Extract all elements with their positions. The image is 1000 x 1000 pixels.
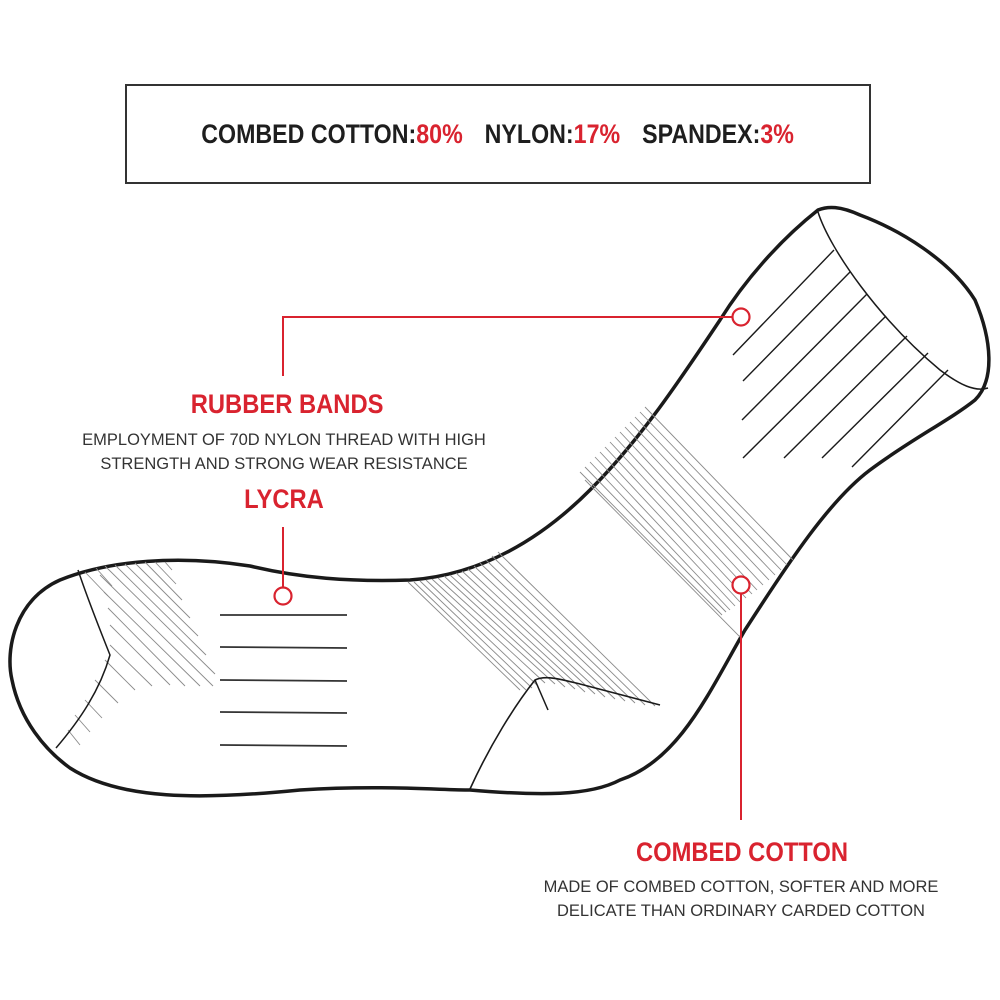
- combed-cotton-marker: [731, 575, 751, 595]
- rubber-bands-marker: [731, 307, 751, 327]
- combed-cotton-title: COMBED COTTON: [635, 837, 849, 867]
- lycra-leader: [273, 527, 293, 606]
- composition-item-cotton: COMBED COTTON:80%: [202, 119, 463, 150]
- composition-name: COMBED COTTON:: [201, 118, 417, 149]
- sock-outline: [8, 205, 991, 798]
- rubber-bands-desc-line1: EMPLOYMENT OF 70D NYLON THREAD WITH HIGH: [82, 431, 486, 449]
- rubber-bands-leader: [282, 307, 751, 376]
- combed-cotton-desc-line1: MADE OF COMBED COTTON, SOFTER AND MORE: [543, 878, 939, 896]
- composition-name: NYLON:: [485, 118, 575, 149]
- rubber-bands-desc-line2: STRENGTH AND STRONG WEAR RESISTANCE: [100, 455, 468, 473]
- lycra-marker: [273, 586, 293, 606]
- fabric-composition-box: COMBED COTTON:80% NYLON:17% SPANDEX:3%: [125, 84, 871, 184]
- toe-seam: [55, 569, 111, 749]
- rubber-bands-description: EMPLOYMENT OF 70D NYLON THREAD WITH HIGH…: [50, 428, 518, 476]
- composition-value: 80%: [416, 118, 464, 149]
- combed-cotton-desc-line2: DELICATE THAN ORDINARY CARDED COTTON: [557, 902, 925, 920]
- heel-crease: [534, 679, 549, 711]
- ankle-hatch-band: [407, 551, 656, 707]
- fabric-composition-text: COMBED COTTON:80% NYLON:17% SPANDEX:3%: [194, 119, 802, 150]
- combed-cotton-leader: [731, 575, 751, 820]
- sole-lines: [219, 614, 348, 747]
- cuff-opening: [817, 211, 989, 390]
- cuff-ribbing: [732, 249, 949, 468]
- leg-hatch-band: [579, 406, 794, 638]
- composition-item-spandex: SPANDEX:3%: [643, 119, 795, 150]
- toe-hatch: [67, 561, 216, 746]
- heel-cup: [469, 676, 661, 790]
- composition-name: SPANDEX:: [642, 118, 761, 149]
- combed-cotton-description: MADE OF COMBED COTTON, SOFTER AND MORE D…: [510, 875, 972, 923]
- rubber-bands-title: RUBBER BANDS: [190, 389, 384, 419]
- composition-value: 3%: [760, 118, 795, 149]
- composition-item-nylon: NYLON:17%: [485, 119, 620, 150]
- lycra-title: LYCRA: [244, 484, 324, 514]
- composition-value: 17%: [574, 118, 621, 149]
